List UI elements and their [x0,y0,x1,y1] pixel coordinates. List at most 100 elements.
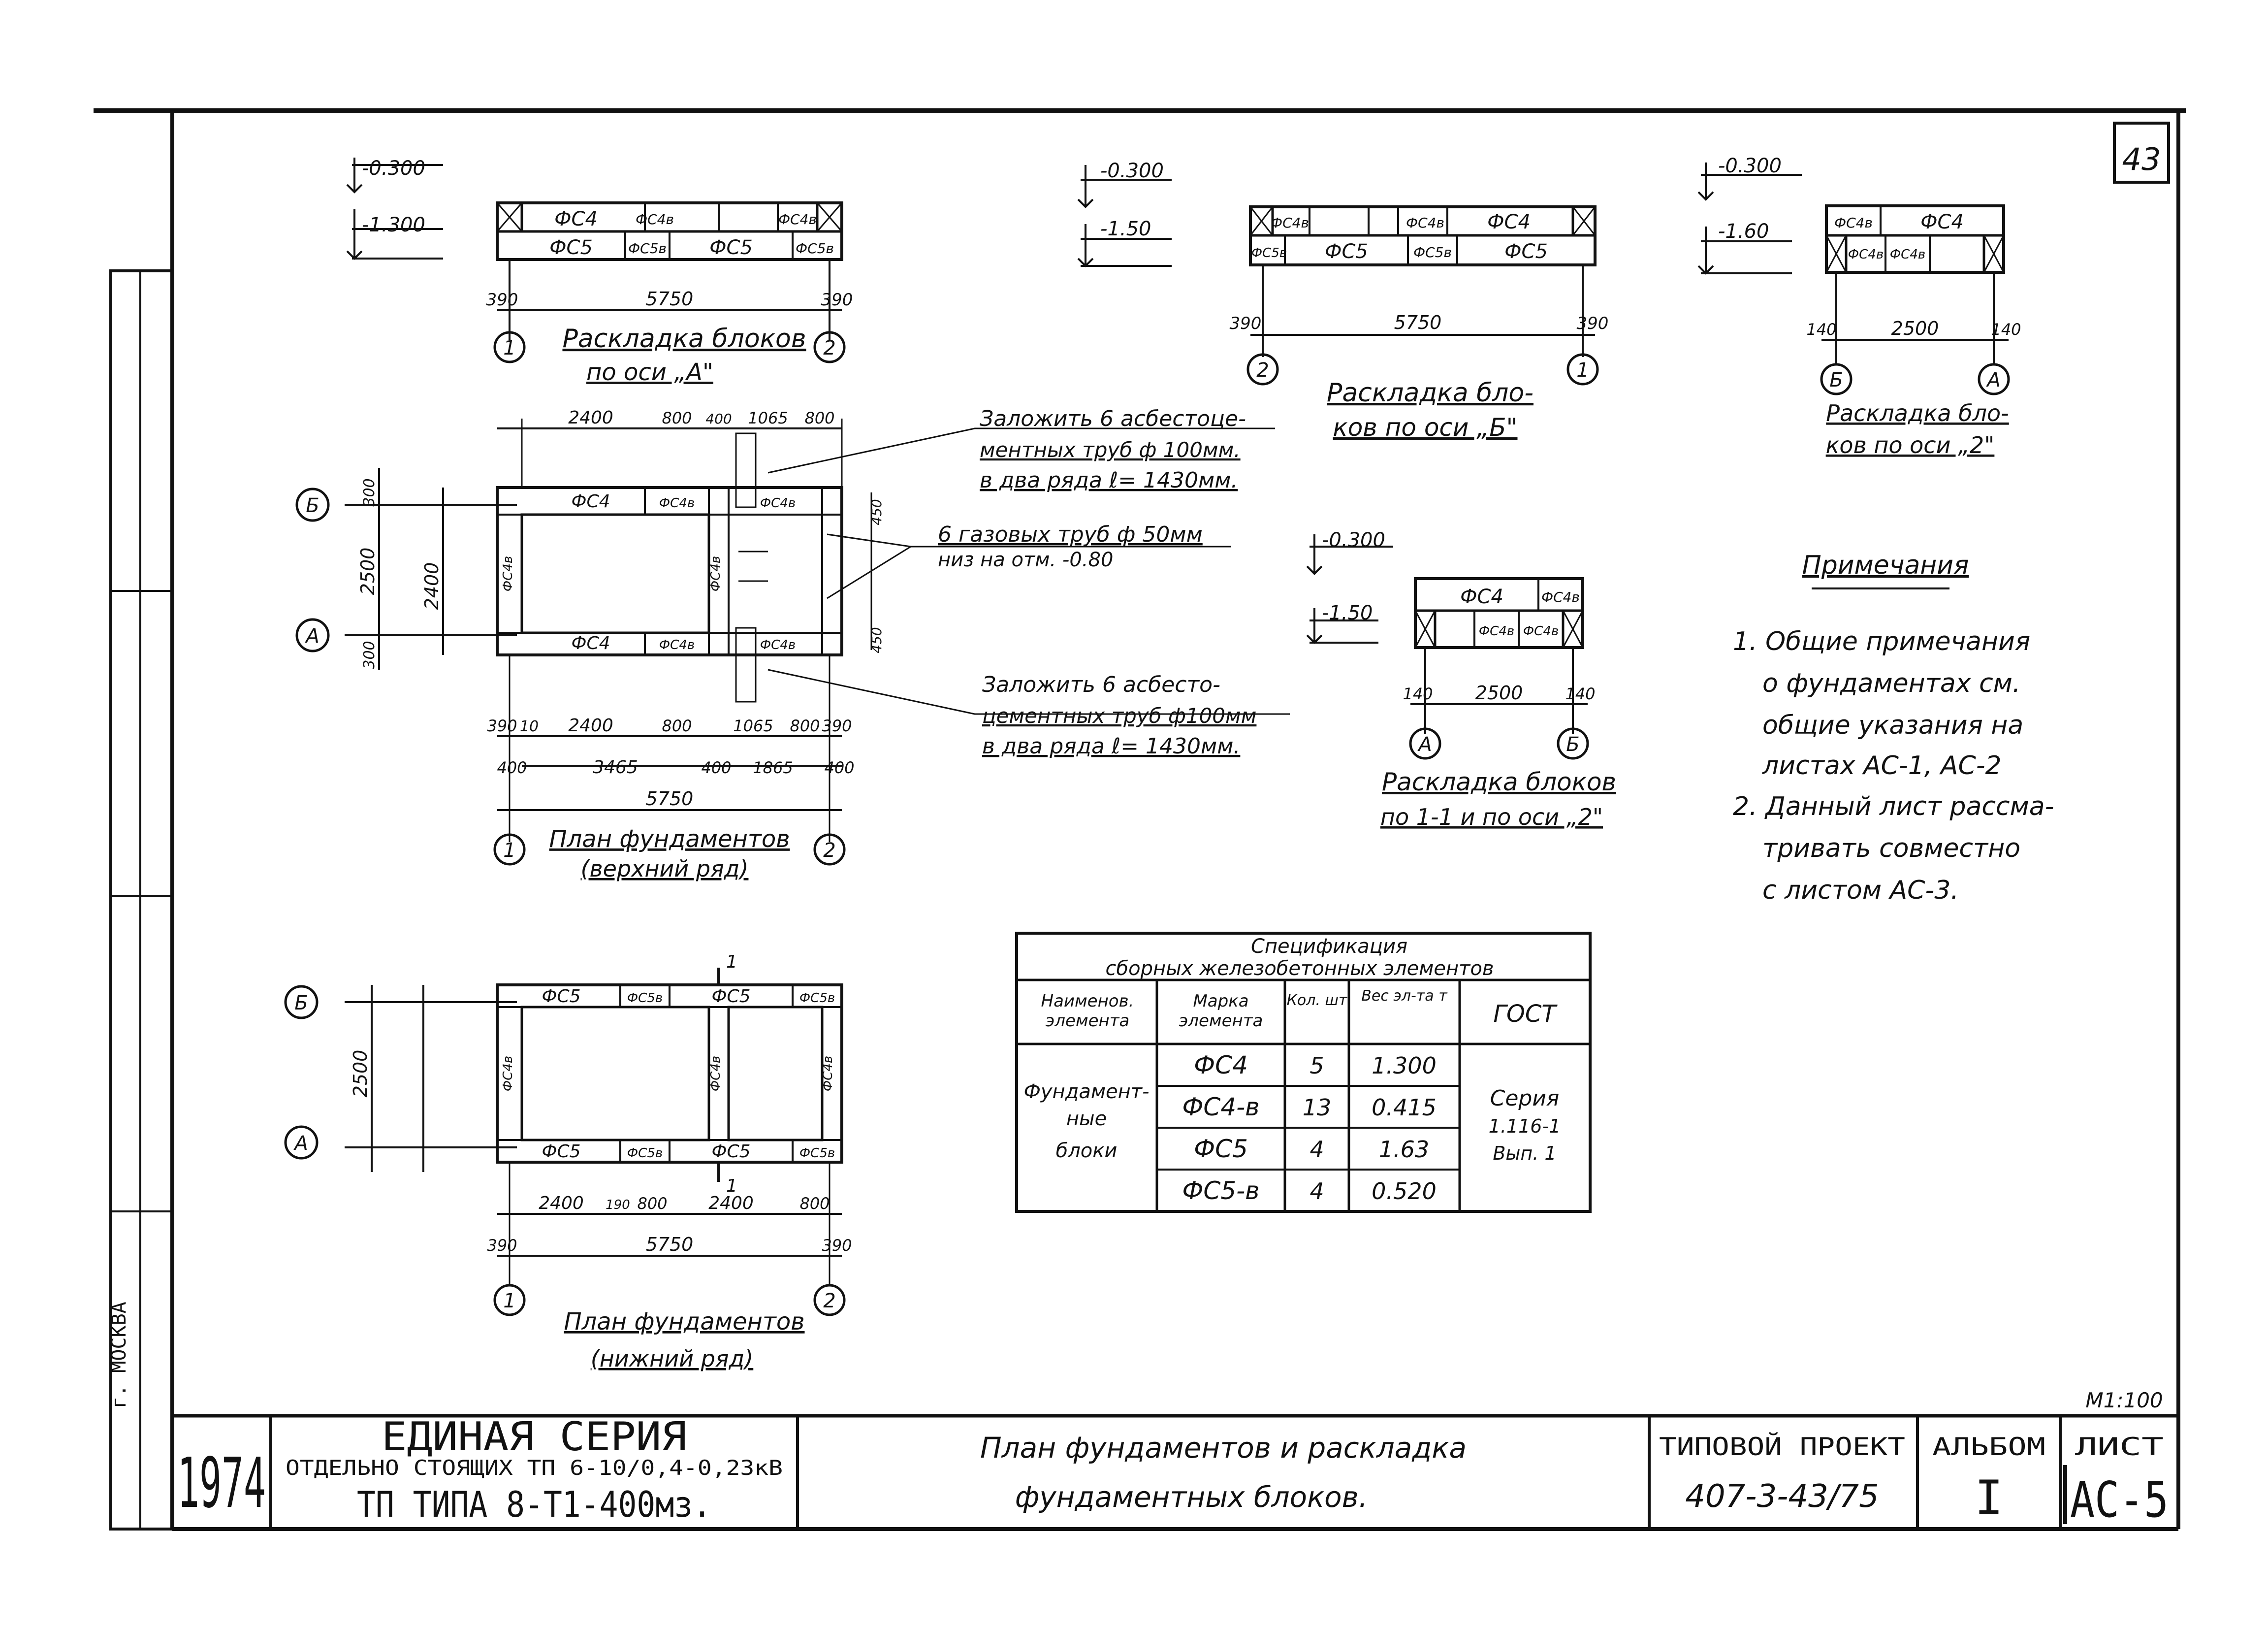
dimension-value: 2500 [357,548,379,595]
block-label: ФС4в [1834,215,1873,231]
table-cell: 13 [1303,1094,1332,1121]
sheet-frame [94,108,2186,1531]
elevation-label: -0.300 [1718,155,1782,177]
block-label: ФС4 [1460,586,1503,608]
block-label: ФС4в [708,556,723,591]
dimension-value: 1065 [748,409,788,427]
callout-text: в два ряда ℓ= 1430мм. [980,468,1238,493]
axis-marker [1566,353,1599,386]
drawing-title: План фундаментов и раскладка [980,1431,1467,1465]
plan-upper-row: Б А 300 2500 300 2400 ФС4 ФС4в ФС4в ФС4 … [295,408,885,882]
spec-table: Спецификация сборных железобетонных элем… [1015,932,1592,1213]
layout-axis-a: -0.300 -1.300 ФС4 ФС4в ФС4в ФС5 ФС5в ФС5… [346,157,853,386]
dimension-value: 2400 [708,1193,754,1213]
side-stamp-city: г. МОСКВА [108,1302,130,1408]
axis-label: А [304,625,319,648]
dimension-value: 140 [1565,684,1595,703]
axis-marker [493,1284,526,1316]
note-line: о фундаментах см. [1762,669,2020,698]
dimension-value: 5750 [1394,312,1442,333]
dimension-value: 300 [361,641,378,669]
album-number: I [1975,1470,2003,1526]
elevation-label: -0.300 [362,157,425,180]
project-label: ТИПОВОЙ ПРОЕКТ [1659,1432,1905,1461]
block-label: ФС4в [501,1056,515,1091]
layout-section-1-1: -0.300 -1.50 ФС4 ФС4в ФС4в ФС4в 140 2500… [1306,529,1616,830]
block-label: ФС4в [708,1056,723,1091]
dimension-value: 800 [662,717,692,735]
dimension-value: 2500 [1475,682,1523,704]
dimension-value: 2500 [1891,318,1939,339]
elevation-label: -0.300 [1322,529,1385,552]
table-cell: ФС5-в [1182,1176,1259,1205]
dimension-value: 390 [486,290,518,310]
dimension-value: 390 [822,1236,852,1255]
layout-axis-2: -0.300 -1.60 ФС4в ФС4 ФС4в ФС4в 140 2500… [1697,155,2021,458]
block-label: ФС4в [821,1056,835,1091]
scale-label: М1:100 [2085,1388,2163,1412]
axis-label: 2 [823,839,835,862]
dimension-value: 2400 [568,408,613,428]
table-cell: 0.415 [1372,1094,1437,1121]
table-cell: 4 [1310,1136,1324,1163]
dimension-value: 800 [790,717,820,735]
axis-marker [284,1125,319,1160]
axis-marker [813,1284,846,1316]
plan-lower-row: Б А 2500 ФС5 ФС5в ФС5 ФС5в ФС5 ФС5в ФС5 … [284,952,852,1372]
dimension-value: 390 [487,1236,517,1255]
block-label: ФС4 [1920,211,1964,233]
callout-text: низ на отм. -0.80 [938,549,1113,571]
view-title: (верхний ряд) [581,855,749,882]
block-label: ФС4 [571,633,610,653]
note-line: общие указания на [1762,711,2023,740]
view-title: План фундаментов [549,825,790,853]
table-cell: ные [1066,1108,1107,1130]
axis-label: 2 [1256,359,1269,382]
block-label: ФС5 [542,986,580,1007]
view-title: ков по оси „2" [1826,432,1995,458]
dimension-value: 2400 [421,562,443,610]
dimension-value: 800 [637,1194,667,1213]
table-cell: 0.520 [1372,1178,1437,1205]
table-caption: сборных железобетонных элементов [1106,957,1494,980]
block-label: ФС4 [554,208,598,230]
callout-text: цементных труб ф100мм [982,704,1256,728]
sheet-number: АС-5 [2070,1471,2169,1529]
table-cell: 1.300 [1372,1052,1437,1079]
elevation-label: -1.300 [362,214,425,236]
axis-label: 1 [503,1290,515,1312]
block-label: ФС4в [501,556,515,591]
note-line: листах АС-1, АС-2 [1762,751,2002,781]
axis-label: 1 [503,337,515,359]
table-cell: ФС4 [1194,1051,1248,1079]
block-label: ФС5 [709,236,753,259]
axis-label: А [1417,733,1432,756]
title-series: ОТДЕЛЬНО СТОЯЩИХ ТП 6-10/0,4-0,23кВ [286,1456,783,1480]
view-title: Раскладка бло- [1826,400,2009,426]
drawing-title: фундаментных блоков. [1015,1480,1368,1514]
block-label: ФС5в [799,1146,835,1161]
dimension-value: 400 [701,758,731,777]
title-series: ТП ТИПА 8-Т1-400мз. [357,1484,711,1525]
axis-label: А [1985,369,2000,391]
block-label: ФС5 [711,986,750,1007]
block-label: ФС5 [1325,240,1368,263]
note-line: с листом АС-3. [1762,876,1959,905]
block-label: ФС4 [1487,211,1531,233]
table-cell: 1.63 [1379,1136,1429,1163]
dimension-value: 400 [705,411,732,427]
axis-marker [284,985,319,1019]
dimension-value: 140 [1403,684,1433,703]
dimension-value: 2400 [539,1193,584,1213]
dimension-value: 300 [361,478,378,506]
elevation-label: -1.50 [1100,218,1151,240]
axis-label: Б [1566,733,1579,756]
axis-marker [1978,363,2010,395]
axis-label: Б [1829,369,1843,391]
note-line: тривать совместно [1762,834,2020,863]
layout-axis-b: -0.300 -1.50 ФС4в ФС4в ФС4 ФС5в ФС5 ФС5в… [1077,160,1609,442]
block-label: ФС4в [1406,215,1444,231]
dimension-value: 390 [1577,314,1609,333]
axis-marker [295,488,330,522]
dimension-value: 390 [487,717,517,735]
